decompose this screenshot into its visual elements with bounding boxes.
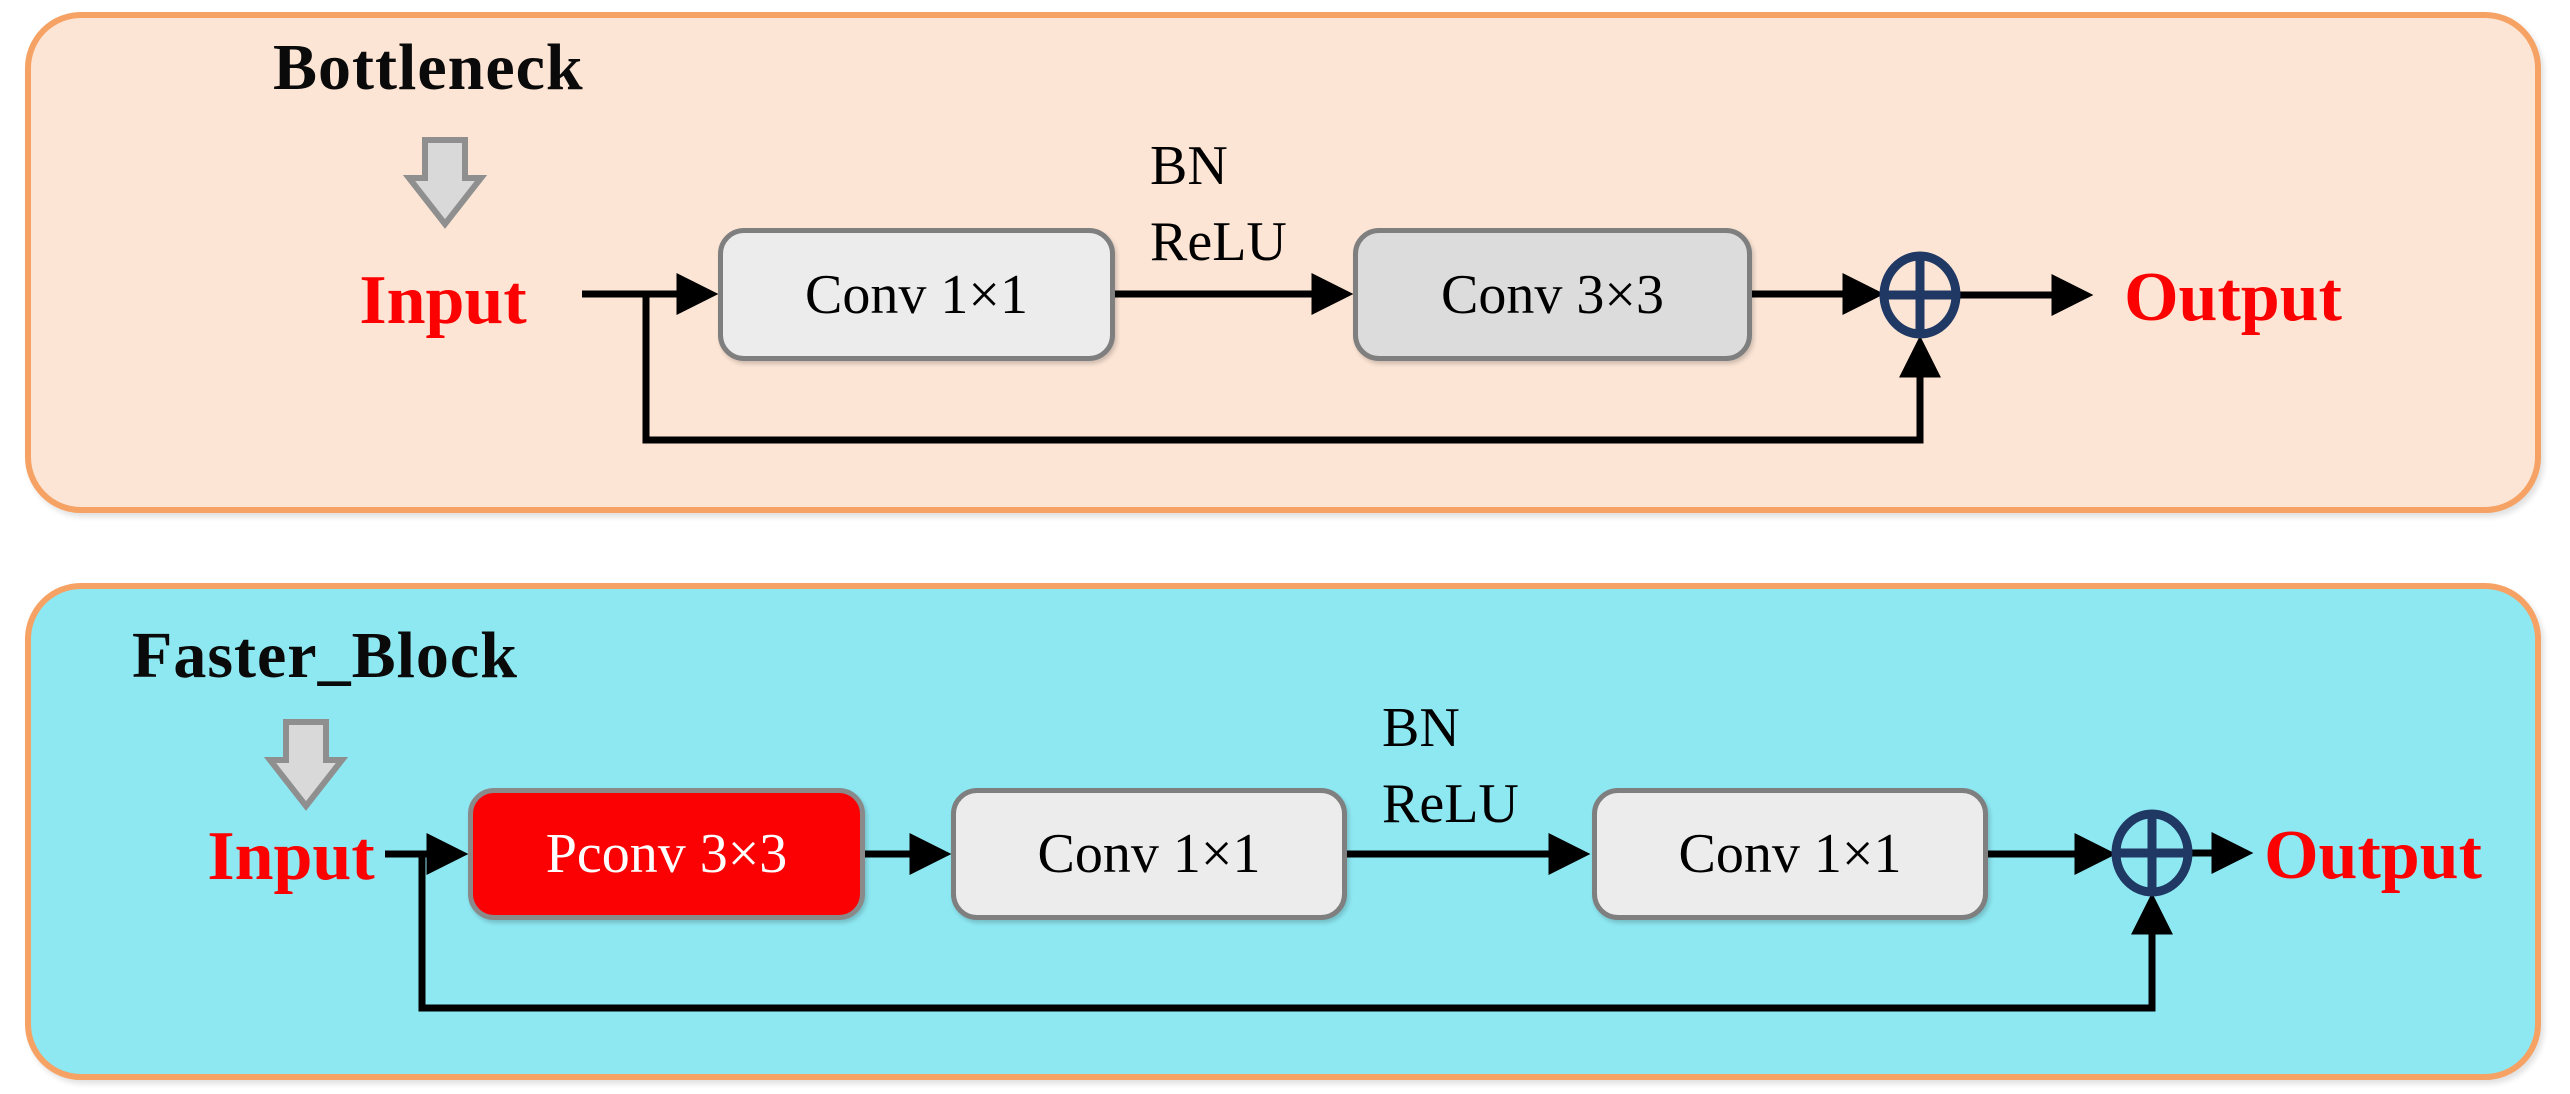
bn-label: BN (1150, 135, 1228, 197)
output-label: Output (2264, 817, 2482, 894)
conv-1x1-box: Conv 1×1 (718, 228, 1115, 361)
bn-relu-label: BN ReLU (1382, 690, 1519, 842)
bn-relu-label: BN ReLU (1150, 128, 1287, 280)
sum-icon (2111, 809, 2193, 897)
bottom-panel-connectors (385, 809, 2254, 1012)
output-label: Output (2124, 259, 2342, 336)
input-label: Input (207, 818, 375, 895)
bottleneck-title: Bottleneck (273, 31, 584, 104)
top-panel-connectors (582, 251, 2094, 444)
relu-label: ReLU (1382, 773, 1519, 835)
conv-1x1-box: Conv 1×1 (1592, 788, 1988, 920)
input-label: Input (359, 262, 527, 339)
faster-block-title: Faster_Block (132, 619, 518, 692)
skip-connection (642, 294, 1941, 444)
bn-label: BN (1382, 697, 1460, 759)
bottleneck-panel (25, 12, 2541, 513)
down-arrow-icon (263, 719, 349, 811)
conv-1x1-box: Conv 1×1 (951, 788, 1347, 920)
pconv-3x3-box: Pconv 3×3 (468, 788, 865, 920)
skip-connection (418, 854, 2173, 1012)
down-arrow-icon (402, 137, 488, 229)
relu-label: ReLU (1150, 211, 1287, 273)
conv-3x3-box: Conv 3×3 (1353, 228, 1752, 361)
sum-icon (1879, 251, 1961, 339)
